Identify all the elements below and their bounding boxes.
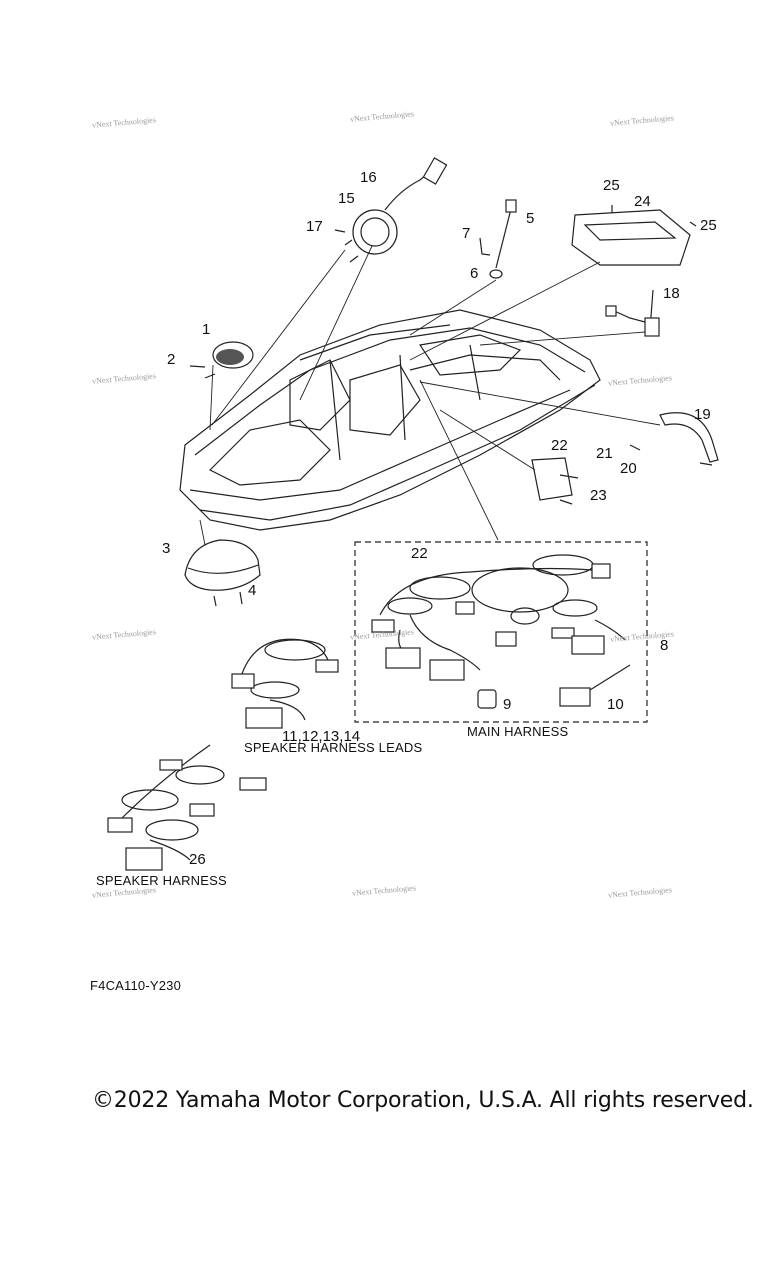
callout-25-left: 25	[603, 177, 620, 194]
bracket-part-15	[334, 157, 448, 263]
caption-speaker-harness: SPEAKER HARNESS	[96, 873, 227, 888]
callout-24: 24	[634, 193, 651, 210]
callout-26: 26	[189, 851, 206, 868]
cover-part-3	[184, 539, 261, 607]
speaker-harness-leads-wiring	[231, 638, 339, 729]
callout-19: 19	[694, 406, 711, 423]
callout-18: 18	[663, 285, 680, 302]
main-harness-box	[354, 541, 648, 723]
diagram-code: F4CA110-Y230	[90, 978, 182, 993]
speaker-harness-wiring	[107, 744, 267, 871]
callout-20: 20	[620, 460, 637, 477]
callout-16: 16	[360, 169, 377, 186]
boat-hull	[179, 309, 601, 531]
callout-7: 7	[462, 225, 471, 242]
main-harness-wiring	[371, 554, 631, 709]
callout-11-14: 11,12,13,14	[282, 728, 361, 745]
callout-21: 21	[596, 445, 613, 462]
module-part-24	[571, 205, 697, 266]
callout-22-upper: 22	[551, 437, 568, 454]
callout-5: 5	[526, 210, 535, 227]
callout-23: 23	[590, 487, 607, 504]
callout-4: 4	[248, 582, 257, 599]
copyright-notice: ©2022 Yamaha Motor Corporation, U.S.A. A…	[92, 1088, 754, 1113]
callout-1: 1	[202, 321, 211, 338]
callout-10: 10	[607, 696, 624, 713]
speaker-part-1	[189, 341, 254, 379]
caption-speaker-harness-leads: SPEAKER HARNESS LEADS	[244, 740, 423, 755]
callout-15: 15	[338, 190, 355, 207]
callout-22-lower: 22	[411, 545, 428, 562]
leader-lines	[199, 245, 661, 546]
callout-17: 17	[306, 218, 323, 235]
rod-part-5	[479, 199, 517, 279]
strap-part-19	[629, 412, 719, 466]
callout-8: 8	[660, 637, 669, 654]
callout-2: 2	[167, 351, 176, 368]
caption-main-harness: MAIN HARNESS	[467, 724, 569, 739]
callout-6: 6	[470, 265, 479, 282]
switch-part-22	[531, 457, 579, 505]
sensor-part-18	[605, 289, 660, 337]
callout-25-right: 25	[700, 217, 717, 234]
callout-9: 9	[503, 696, 512, 713]
callout-3: 3	[162, 540, 171, 557]
